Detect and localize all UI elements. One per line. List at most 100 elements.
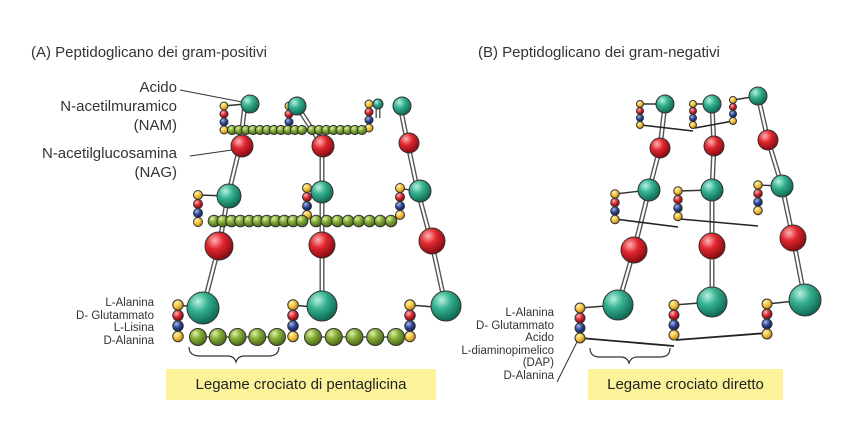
alanine-sphere [673, 211, 683, 222]
nag-label-line-1: N-acetilglucosamina [41, 145, 177, 162]
nam-label-line-1: Acido [139, 79, 177, 96]
glycine-sphere [304, 328, 322, 346]
nag-sphere [649, 137, 671, 159]
alanine-sphere [729, 96, 737, 104]
dap-leader-line [556, 339, 579, 383]
glycine-sphere [331, 214, 344, 228]
nag-sphere [308, 231, 336, 259]
direct-crosslink [694, 120, 734, 129]
nag-sphere [779, 224, 807, 252]
glycine-sphere [366, 328, 385, 346]
nag-label-line-2: (NAG) [134, 164, 178, 181]
glycine-sphere [208, 328, 227, 346]
glutamate-sphere [395, 192, 405, 202]
alanine-sphere [689, 100, 697, 108]
alanine-sphere [636, 121, 644, 129]
braces [188, 346, 671, 365]
aa-label: L-diaminopimelico [461, 344, 554, 357]
lysine-sphere [636, 114, 644, 122]
alanine-sphere [636, 100, 644, 108]
alanine-sphere [395, 183, 405, 193]
glutamate-sphere [219, 109, 229, 119]
lysine-sphere [219, 117, 229, 127]
nag-label: N-acetilglucosamina (NAG) [42, 144, 177, 182]
lysine-sphere [287, 320, 299, 332]
alanine-sphere [219, 125, 229, 135]
panel-b-title: (B) Peptidoglicano dei gram-negativi [478, 44, 720, 61]
direct-crosslink [640, 124, 694, 132]
nam-sphere [637, 178, 661, 202]
glutamate-sphere [287, 309, 299, 322]
glutamate-sphere [574, 312, 586, 324]
glycine-sphere [341, 214, 355, 228]
aa-label: (DAP) [522, 357, 554, 369]
glutamate-sphere [668, 309, 680, 321]
nag-sphere [311, 134, 335, 158]
nam-sphere [430, 290, 462, 322]
nam-sphere [310, 180, 334, 204]
alanine-sphere [668, 329, 680, 341]
nam-sphere [240, 94, 260, 114]
nam-sphere [408, 179, 432, 203]
lysine-sphere [753, 197, 763, 207]
alanine-sphere [753, 180, 763, 190]
glutamate-sphere [636, 107, 644, 115]
glycine-sphere [296, 124, 308, 136]
glycine-sphere [228, 328, 247, 346]
direct-bridge-label: Legame crociato diretto [588, 369, 783, 400]
lysine-sphere [364, 115, 374, 125]
aa-label: D-Alanina [103, 334, 155, 347]
nam-sphere [770, 174, 794, 198]
nam-sphere [186, 291, 220, 325]
glycine-sphere [324, 328, 343, 346]
glycine-sphere [189, 328, 207, 346]
glycine-sphere [363, 214, 376, 228]
lysine-sphere [172, 320, 184, 332]
glycine-sphere [387, 328, 405, 346]
nam-sphere [216, 183, 242, 209]
nam-sphere [372, 98, 384, 110]
aa-label: D- Glutammato [476, 319, 554, 332]
aa-label: L-Alanina [505, 307, 554, 319]
direct-crosslink [579, 337, 675, 347]
glutamate-sphere [673, 194, 683, 205]
alanine-sphere [729, 117, 737, 125]
leader-lines [179, 89, 579, 383]
alanine-sphere [689, 121, 697, 129]
lysine-sphere [761, 318, 773, 330]
nam-sphere [748, 86, 768, 106]
pentaglycine-brace [188, 346, 280, 364]
aa-label: L-Lisina [113, 322, 154, 334]
nag-sphere [620, 236, 648, 264]
panel-a-aa-labels: L-Alanina D- Glutammato L-Lisina D-Alani… [76, 297, 154, 347]
molecules [172, 86, 822, 346]
nag-sphere [230, 134, 254, 158]
glutamate-sphere [172, 309, 184, 322]
aa-label: D-Alanina [503, 369, 555, 382]
glutamate-sphere [302, 192, 312, 202]
alanine-sphere [574, 302, 586, 314]
lysine-sphere [302, 201, 312, 211]
nam-sphere [655, 94, 675, 114]
nag-sphere [398, 132, 420, 154]
nam-sphere [702, 94, 722, 114]
lysine-sphere [689, 114, 697, 122]
nag-sphere [418, 227, 446, 255]
glycine-sphere [248, 328, 267, 346]
alanine-sphere [668, 299, 680, 311]
alanine-sphere [610, 189, 620, 199]
nag-sphere [757, 129, 779, 151]
glutamate-sphere [404, 309, 416, 322]
alanine-sphere [404, 299, 416, 311]
nam-sphere [696, 286, 728, 318]
alanine-sphere [673, 186, 683, 196]
glutamate-sphere [761, 308, 773, 320]
glutamate-sphere [193, 199, 203, 209]
glutamate-sphere [610, 197, 620, 208]
alanine-sphere [172, 299, 184, 311]
nam-sphere [602, 289, 634, 321]
lysine-sphere [395, 201, 405, 211]
alanine-sphere [172, 330, 184, 343]
nam-leader-line [179, 89, 243, 103]
